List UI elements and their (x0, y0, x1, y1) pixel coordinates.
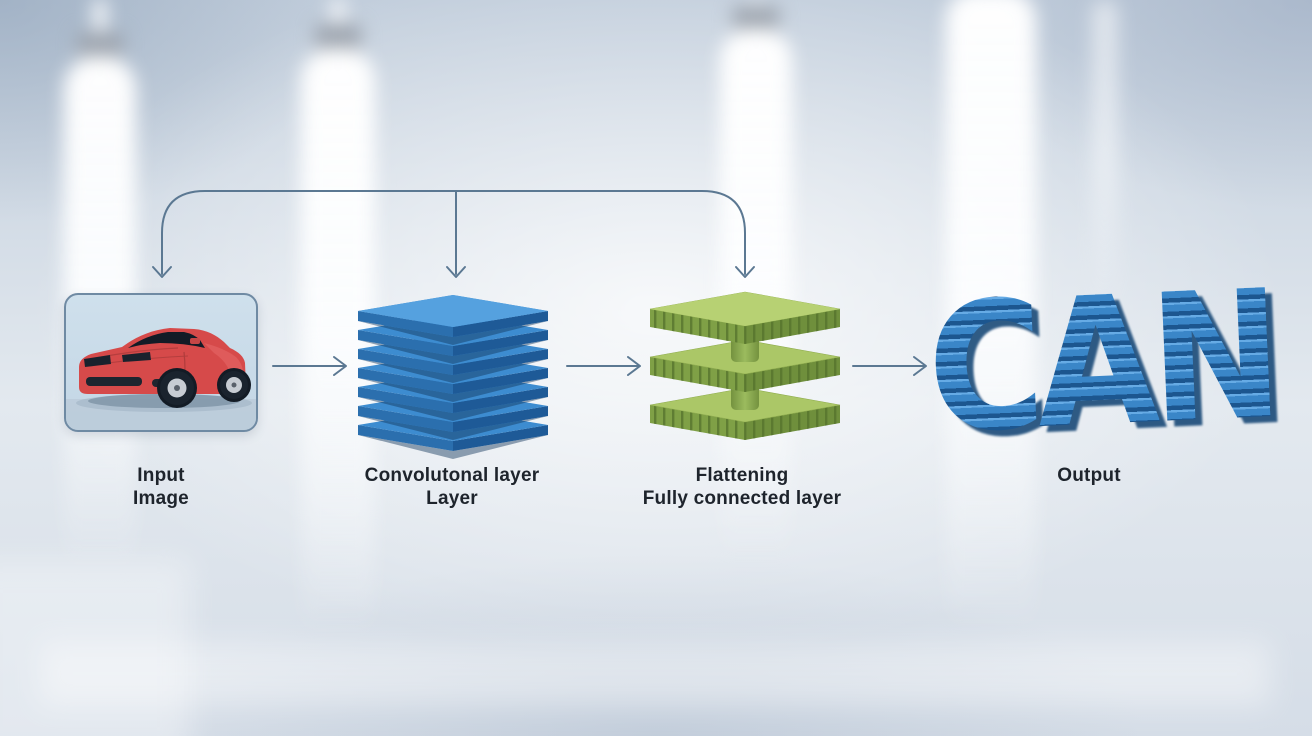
flattening-stack (649, 291, 841, 441)
pendant-lamp-blur-4 (946, 0, 1036, 720)
flatten-label-line2: Fully connected layer (642, 488, 842, 509)
conv-top-face-highlight (358, 295, 548, 327)
input-image-thumbnail (64, 293, 258, 432)
lamp-tube (1092, 0, 1118, 340)
floor-highlight-blur (0, 560, 190, 736)
lamp-cap (315, 24, 361, 52)
lamp-cap (733, 6, 779, 32)
conv-label-line1: Convolutonal layer (364, 465, 540, 486)
output-3d-text: CAN CAN (924, 252, 1286, 479)
lamp-rod (749, 0, 763, 8)
conv-stage-label: Convolutonal layer Layer (342, 464, 562, 510)
table-edge-blur (40, 642, 1270, 706)
headlight-right (122, 352, 151, 362)
lamp-tube (946, 0, 1036, 690)
down-arrowhead-input (152, 266, 172, 278)
conv-layer-stack (358, 295, 548, 459)
arrowhead-3 (913, 356, 927, 376)
rear-hub (231, 382, 237, 388)
output-text-face: CAN (923, 252, 1279, 474)
headlight-left (84, 355, 111, 367)
flatten-stage-label: Flattening Fully connected layer (612, 464, 872, 510)
lamp-rod (331, 0, 345, 26)
bumper-intake-main (86, 377, 142, 386)
input-label-line2: Image (133, 488, 189, 509)
arrowhead-1 (333, 356, 347, 376)
car-image (66, 328, 256, 430)
down-arrowhead-flatten (735, 266, 755, 278)
flatten-top-face-highlight (650, 292, 840, 326)
arrowhead-2 (627, 356, 641, 376)
lamp-rod (93, 0, 107, 36)
input-label-line1: Input (137, 465, 185, 486)
input-stage-label: Input Image (64, 464, 258, 510)
pendant-lamp-blur-5 (1092, 0, 1118, 360)
front-hub (174, 385, 180, 391)
top-bracket (161, 190, 746, 275)
conv-label-line2: Layer (426, 488, 478, 509)
flatten-label-line1: Flattening (695, 465, 789, 486)
lamp-cap (77, 32, 123, 60)
side-mirror (190, 338, 200, 344)
down-arrowhead-conv (446, 266, 466, 278)
output-stage-label: Output (989, 464, 1189, 487)
output-label-line1: Output (1057, 465, 1121, 486)
car-windows (128, 332, 205, 348)
